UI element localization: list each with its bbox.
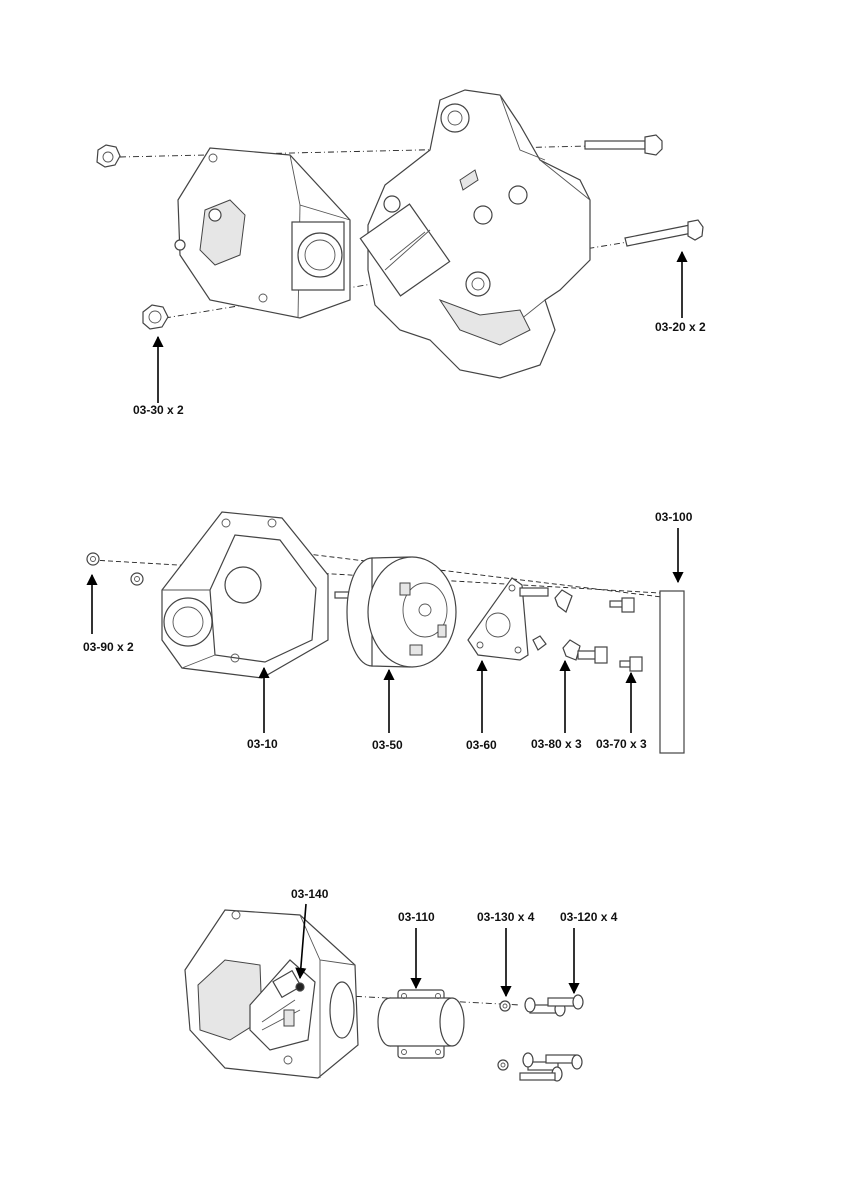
label-03-20: 03-20 x 2 [655,320,706,334]
gearbox-hook-body [359,89,591,379]
view-3-assembly: 03-140 03-110 03-130 x 4 03-120 x 4 [184,887,618,1082]
label-strip [659,590,685,754]
screw-upper-2 [547,994,584,1010]
label-03-110: 03-110 [398,910,435,924]
label-03-140: 03-140 [291,887,329,901]
rotor-disk [334,556,457,668]
sensor-plate [467,577,549,661]
axis-line-view2-b [249,546,671,599]
connector-socket [377,989,465,1059]
label-03-30: 03-30 x 2 [133,403,184,417]
label-03-80: 03-80 x 3 [531,737,582,751]
clip-top [554,589,573,613]
label-03-50: 03-50 [372,738,403,752]
label-03-10: 03-10 [247,737,278,751]
label-03-60: 03-60 [466,738,497,752]
flange-nut-upper [96,144,121,168]
nut-lower [497,1059,509,1071]
clip-middle [562,639,608,664]
flange-nut-lower [142,304,169,330]
screw-top [609,597,635,613]
motor-housing-cover [174,147,351,319]
label-03-120: 03-120 x 4 [560,910,618,924]
washer-1 [86,552,100,566]
label-03-70: 03-70 x 3 [596,737,647,751]
leader-03-140 [295,903,307,980]
washer-2 [130,572,144,586]
nut-upper [499,1000,511,1012]
screw-lower-2 [519,1054,583,1081]
bolt-lower [624,219,704,247]
housing-with-label [184,909,359,1079]
screw-lower [619,656,643,672]
label-03-100: 03-100 [655,510,693,524]
housing-frame [161,511,329,679]
label-03-90: 03-90 x 2 [83,640,134,654]
bolt-upper [584,134,663,156]
label-03-130: 03-130 x 4 [477,910,535,924]
view-1-assembly: 03-20 x 2 03-30 x 2 [96,89,706,417]
view-2-assembly: 03-100 03-90 x 2 03-10 03-50 03-60 03-80… [83,510,693,754]
